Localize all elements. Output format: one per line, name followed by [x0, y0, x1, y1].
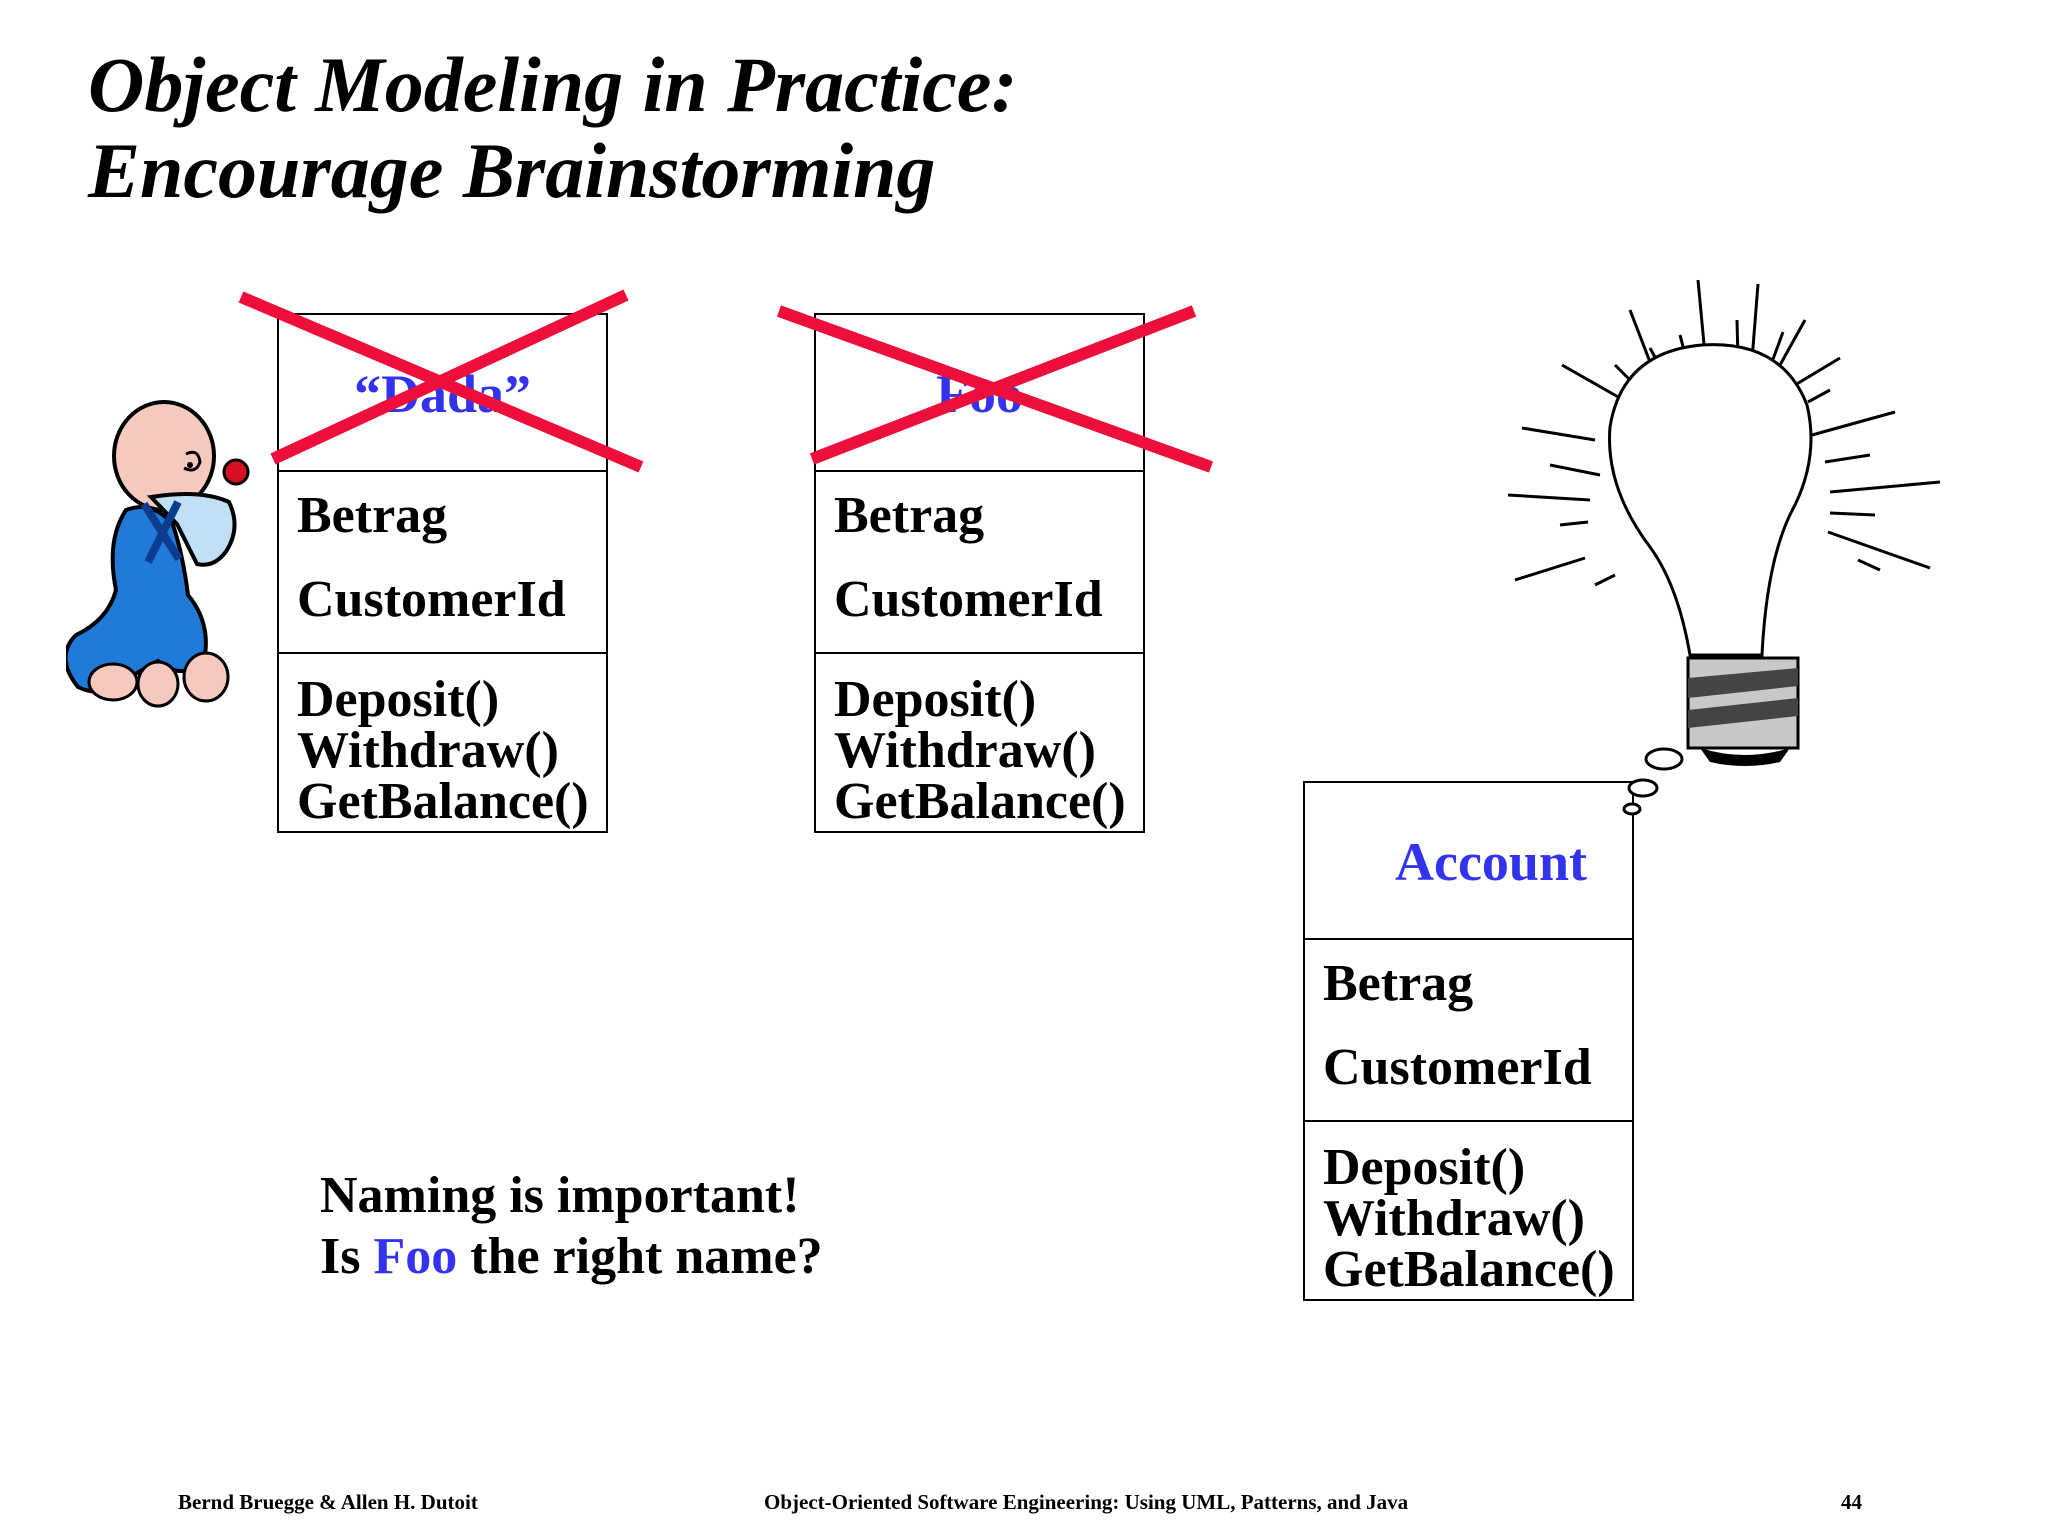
class-name-compartment: Foo — [816, 315, 1143, 472]
class-name: Account — [1395, 832, 1587, 892]
operation: GetBalance() — [834, 773, 1126, 830]
note-line-1: Naming is important! — [320, 1167, 800, 1224]
note-suffix: the right name? — [457, 1228, 823, 1285]
operation: GetBalance() — [297, 773, 589, 830]
attribute: Betrag — [297, 487, 448, 544]
slide-title: Object Modeling in Practice: Encourage B… — [88, 42, 1017, 214]
footer-book-title: Object-Oriented Software Engineering: Us… — [764, 1490, 1409, 1514]
class-name: Foo — [936, 364, 1023, 424]
attribute: Betrag — [1323, 955, 1474, 1012]
thought-bubble-icon — [1622, 747, 1684, 816]
attributes-compartment: Betrag CustomerId — [279, 472, 606, 654]
class-name-compartment: “Dada” — [279, 315, 606, 472]
baby-icon — [66, 400, 250, 708]
note-line-2: Is Foo the right name? — [320, 1226, 823, 1287]
operations-compartment: Deposit() Withdraw() GetBalance() — [816, 654, 1143, 831]
operation: Withdraw() — [834, 722, 1096, 779]
operation: Deposit() — [834, 671, 1037, 728]
note-prefix: Is — [320, 1228, 374, 1285]
uml-class-foo: Foo Betrag CustomerId Deposit() Withdraw… — [814, 313, 1145, 833]
operation: Deposit() — [297, 671, 500, 728]
footer-page-number: 44 — [1841, 1490, 1862, 1514]
operation: Withdraw() — [297, 722, 559, 779]
attribute: CustomerId — [297, 571, 566, 628]
operations-compartment: Deposit() Withdraw() GetBalance() — [1305, 1122, 1632, 1299]
attributes-compartment: Betrag CustomerId — [816, 472, 1143, 654]
operations-compartment: Deposit() Withdraw() GetBalance() — [279, 654, 606, 831]
operation: GetBalance() — [1323, 1241, 1615, 1298]
class-name: “Dada” — [353, 364, 532, 424]
attribute: CustomerId — [834, 571, 1103, 628]
class-name-compartment: Account — [1305, 783, 1632, 940]
attributes-compartment: Betrag CustomerId — [1305, 940, 1632, 1122]
naming-note: Naming is important! Is Foo the right na… — [320, 1165, 823, 1287]
attribute: CustomerId — [1323, 1039, 1592, 1096]
title-line-1: Object Modeling in Practice: — [88, 41, 1018, 128]
footer-authors: Bernd Bruegge & Allen H. Dutoit — [178, 1490, 478, 1514]
title-line-2: Encourage Brainstorming — [88, 127, 936, 214]
uml-class-account: Account Betrag CustomerId Deposit() With… — [1303, 781, 1634, 1301]
operation: Deposit() — [1323, 1139, 1526, 1196]
attribute: Betrag — [834, 487, 985, 544]
operation: Withdraw() — [1323, 1190, 1585, 1247]
uml-class-dada: “Dada” Betrag CustomerId Deposit() Withd… — [277, 313, 608, 833]
light-bulb-icon — [1507, 279, 1941, 766]
note-highlight-foo: Foo — [373, 1228, 458, 1285]
